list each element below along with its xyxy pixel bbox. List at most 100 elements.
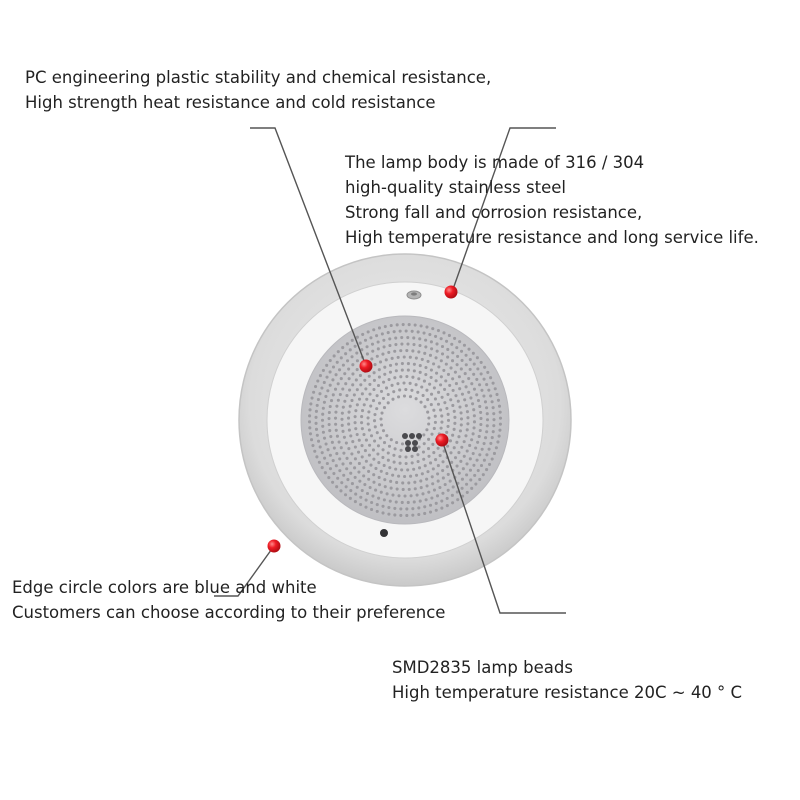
lamp-bead bbox=[498, 416, 503, 420]
lamp-bead bbox=[399, 349, 403, 353]
lamp-bead bbox=[344, 382, 348, 386]
lamp-bead bbox=[438, 454, 442, 458]
lamp-bead bbox=[406, 362, 410, 366]
lamp-bead bbox=[388, 370, 393, 374]
lamp-bead bbox=[470, 382, 474, 386]
lamp-bead bbox=[465, 428, 469, 432]
lamp-bead bbox=[383, 372, 387, 376]
lamp-bead bbox=[386, 392, 390, 397]
lamp-bead bbox=[328, 467, 333, 471]
lamp-bead bbox=[456, 354, 460, 358]
lamp-bead bbox=[424, 365, 428, 370]
lamp-bead bbox=[480, 447, 484, 451]
lamp-bead bbox=[362, 474, 366, 478]
lamp-bead bbox=[482, 458, 486, 462]
lamp-bead bbox=[437, 365, 441, 369]
lamp-bead bbox=[351, 363, 355, 367]
lamp-bead bbox=[441, 468, 445, 473]
callout-line: The lamp body is made of 316 / 304 bbox=[345, 153, 645, 172]
lamp-bead bbox=[393, 376, 397, 380]
lamp-bead bbox=[474, 446, 478, 450]
lamp-bead bbox=[446, 372, 451, 376]
lamp-bead bbox=[453, 421, 457, 425]
lamp-bead bbox=[360, 444, 364, 448]
lamp-bead bbox=[388, 363, 393, 367]
lamp-bead bbox=[387, 377, 391, 382]
lamp-bead bbox=[420, 385, 424, 389]
lamp-bead bbox=[427, 422, 431, 426]
lamp-bead bbox=[325, 461, 329, 466]
lamp-bead bbox=[344, 485, 348, 489]
lamp-bead bbox=[428, 510, 433, 514]
lamp-bead bbox=[356, 450, 361, 454]
lamp-bead bbox=[363, 449, 367, 453]
lamp-bead bbox=[317, 439, 321, 443]
lamp-bead bbox=[371, 494, 375, 498]
lamp-bead bbox=[429, 368, 433, 372]
lamp-bead bbox=[382, 345, 386, 349]
lamp-bead bbox=[379, 417, 383, 421]
lamp-bead bbox=[342, 451, 346, 455]
lamp-bead bbox=[383, 365, 387, 369]
lamp-bead bbox=[376, 452, 380, 456]
lamp-bead bbox=[417, 445, 421, 449]
lamp-bead bbox=[410, 329, 414, 333]
lamp-bead bbox=[467, 376, 471, 381]
lamp-bead bbox=[424, 338, 428, 342]
lamp-bead bbox=[459, 459, 463, 463]
lamp-bead bbox=[451, 433, 455, 437]
lamp-bead bbox=[433, 420, 437, 424]
lamp-bead bbox=[407, 481, 411, 485]
lamp-bead bbox=[422, 433, 426, 437]
lamp-bead bbox=[403, 494, 407, 498]
lamp-bead bbox=[364, 438, 368, 442]
lamp-bead bbox=[314, 421, 318, 425]
lamp-bead bbox=[446, 412, 450, 416]
lamp-bead-panel bbox=[300, 315, 510, 525]
lamp-bead bbox=[451, 403, 455, 408]
lamp-bead bbox=[327, 410, 331, 415]
lamp-bead bbox=[456, 498, 460, 502]
lamp-bead bbox=[355, 433, 359, 437]
lamp-bead bbox=[453, 456, 458, 460]
lamp-bead bbox=[414, 473, 419, 477]
lamp-bead bbox=[357, 438, 361, 442]
lamp-bead bbox=[340, 423, 344, 427]
lamp-bead bbox=[341, 346, 345, 350]
lamp-bead bbox=[360, 409, 365, 413]
lamp-bead bbox=[405, 507, 409, 511]
lamp-bead bbox=[490, 457, 494, 461]
lamp-bead bbox=[338, 469, 342, 473]
lamp-bead bbox=[432, 451, 436, 455]
lamp-bead bbox=[477, 434, 481, 439]
lamp-bead bbox=[465, 410, 469, 414]
lamp-bead bbox=[395, 487, 399, 491]
lamp-bead bbox=[382, 463, 386, 468]
callout-steel-body: The lamp body is made of 316 / 304 high-… bbox=[345, 150, 759, 250]
lamp-bead bbox=[427, 437, 431, 441]
lamp-bead bbox=[440, 420, 444, 424]
lamp-bead bbox=[455, 464, 459, 468]
lamp-bead bbox=[363, 338, 368, 342]
lamp-bead bbox=[435, 349, 439, 353]
lamp-bead bbox=[400, 500, 404, 505]
lamp-bead bbox=[476, 367, 480, 371]
lamp-bead bbox=[357, 461, 361, 466]
lamp-bead bbox=[476, 440, 480, 444]
callout-line: Edge circle colors are blue and white bbox=[12, 578, 317, 597]
lamp-bead bbox=[411, 513, 415, 517]
lamp-bead bbox=[350, 338, 354, 342]
lamp-bead bbox=[388, 343, 392, 348]
lamp-bead bbox=[374, 466, 378, 471]
lamp-bead bbox=[478, 383, 482, 387]
lamp-bead bbox=[414, 397, 418, 401]
lamp-bead bbox=[355, 368, 359, 372]
lamp-bead bbox=[349, 471, 353, 475]
lamp-bead bbox=[328, 453, 332, 457]
lamp-bead bbox=[366, 330, 370, 334]
lamp-bead bbox=[421, 393, 425, 398]
lamp-bead bbox=[379, 490, 383, 494]
lamp-bead bbox=[432, 408, 436, 412]
lamp-bead bbox=[316, 379, 320, 383]
lamp-bead bbox=[454, 382, 458, 386]
